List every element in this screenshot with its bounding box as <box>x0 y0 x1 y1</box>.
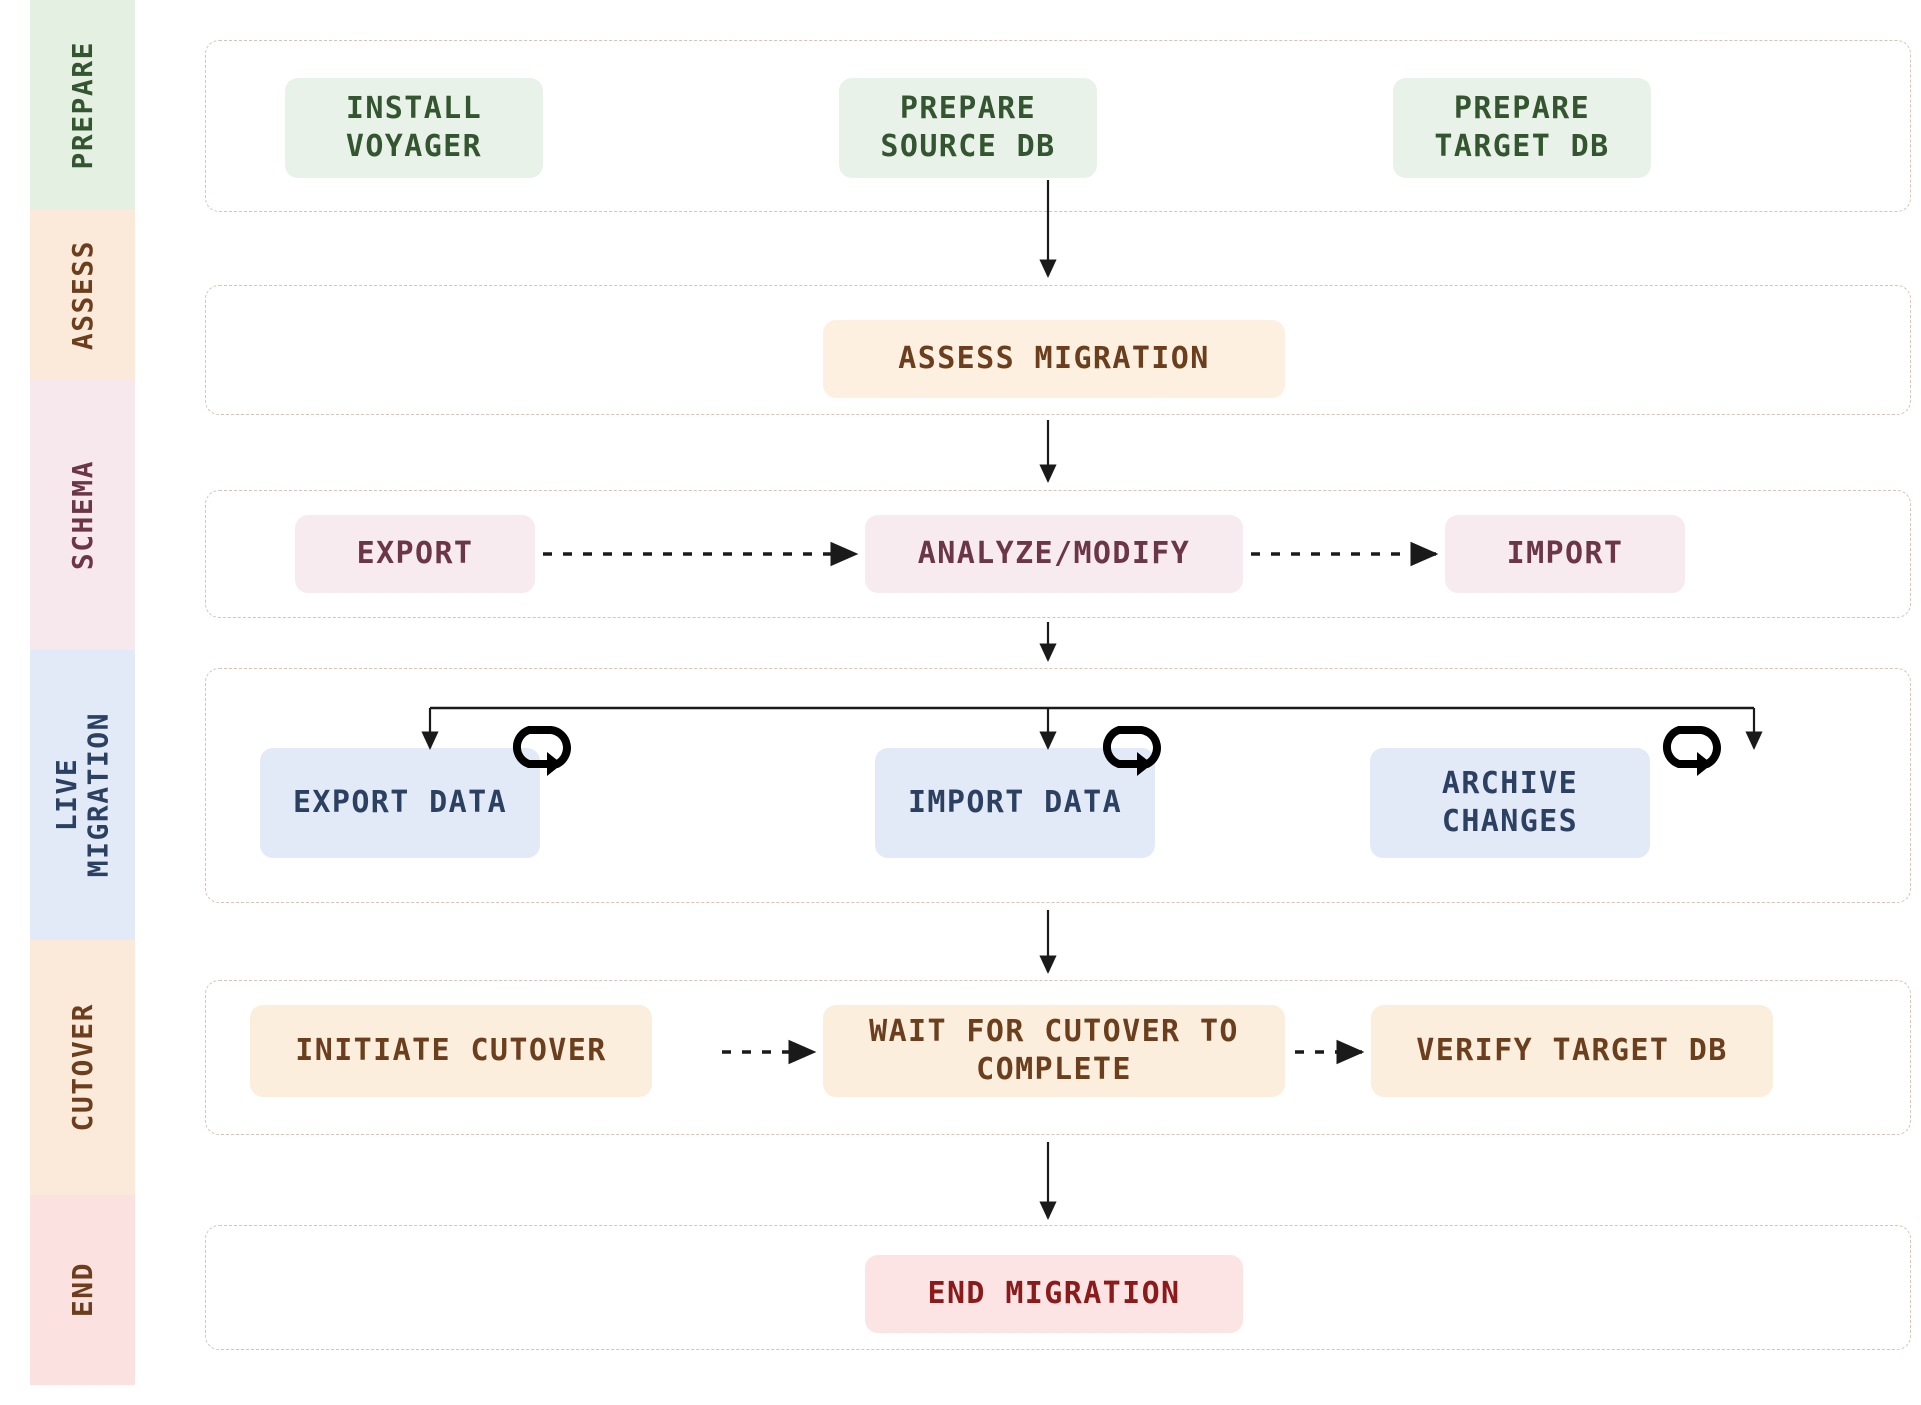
phase-label-schema: SCHEMA <box>65 459 99 571</box>
node-label: PREPARE TARGET DB <box>1434 90 1610 164</box>
node-end-migration[interactable]: END MIGRATION <box>865 1255 1243 1333</box>
node-export-data[interactable]: EXPORT DATA <box>260 748 540 858</box>
node-schema-import[interactable]: IMPORT <box>1445 515 1685 593</box>
node-initiate-cutover[interactable]: INITIATE CUTOVER <box>250 1005 652 1097</box>
node-schema-export[interactable]: EXPORT <box>295 515 535 593</box>
node-prepare-target-db[interactable]: PREPARE TARGET DB <box>1393 78 1651 178</box>
lane-prepare <box>205 40 1911 212</box>
node-label: INSTALL VOYAGER <box>345 90 483 164</box>
repeat-loop-icon-export-data <box>512 726 571 776</box>
node-label: END MIGRATION <box>927 1275 1181 1311</box>
node-install-voyager[interactable]: INSTALL VOYAGER <box>285 78 543 178</box>
node-archive-changes[interactable]: ARCHIVE CHANGES <box>1370 748 1650 858</box>
phase-band-schema: SCHEMA <box>30 380 135 650</box>
phase-band-live-migration: LIVE MIGRATION <box>30 650 135 940</box>
node-label: WAIT FOR CUTOVER TO COMPLETE <box>869 1013 1239 1087</box>
phase-label-end: END <box>65 1262 99 1318</box>
phase-label-prepare: PREPARE <box>65 40 99 170</box>
node-label: PREPARE SOURCE DB <box>880 90 1056 164</box>
phase-strip: PREPARE ASSESS SCHEMA LIVE MIGRATION CUT… <box>30 0 135 1385</box>
phase-label-assess: ASSESS <box>65 239 99 351</box>
phase-label-live-migration: LIVE MIGRATION <box>50 712 115 878</box>
lane-end <box>205 1225 1911 1350</box>
node-assess-migration[interactable]: ASSESS MIGRATION <box>823 320 1285 398</box>
node-label: INITIATE CUTOVER <box>295 1032 607 1068</box>
node-label: ASSESS MIGRATION <box>898 340 1210 376</box>
node-prepare-source-db[interactable]: PREPARE SOURCE DB <box>839 78 1097 178</box>
phase-band-end: END <box>30 1195 135 1385</box>
flow-canvas: INSTALL VOYAGER PREPARE SOURCE DB PREPAR… <box>195 0 1921 1405</box>
node-label: VERIFY TARGET DB <box>1416 1032 1728 1068</box>
node-label: ARCHIVE CHANGES <box>1441 765 1579 839</box>
repeat-loop-icon-import-data <box>1102 726 1161 776</box>
lane-schema <box>205 490 1911 618</box>
phase-label-cutover: CUTOVER <box>65 1003 99 1132</box>
node-label: ANALYZE/MODIFY <box>917 535 1191 571</box>
lane-cutover <box>205 980 1911 1135</box>
phase-band-assess: ASSESS <box>30 210 135 380</box>
repeat-loop-icon-archive-changes <box>1662 726 1721 776</box>
node-verify-target-db[interactable]: VERIFY TARGET DB <box>1371 1005 1773 1097</box>
node-label: EXPORT DATA <box>292 784 508 820</box>
lane-assess <box>205 285 1911 415</box>
phase-band-cutover: CUTOVER <box>30 940 135 1195</box>
node-label: IMPORT <box>1506 535 1624 571</box>
phase-band-prepare: PREPARE <box>30 0 135 210</box>
node-schema-analyze-modify[interactable]: ANALYZE/MODIFY <box>865 515 1243 593</box>
lane-live-migration <box>205 668 1911 903</box>
node-label: IMPORT DATA <box>907 784 1123 820</box>
node-import-data[interactable]: IMPORT DATA <box>875 748 1155 858</box>
node-label: EXPORT <box>356 535 474 571</box>
node-wait-for-cutover[interactable]: WAIT FOR CUTOVER TO COMPLETE <box>823 1005 1285 1097</box>
